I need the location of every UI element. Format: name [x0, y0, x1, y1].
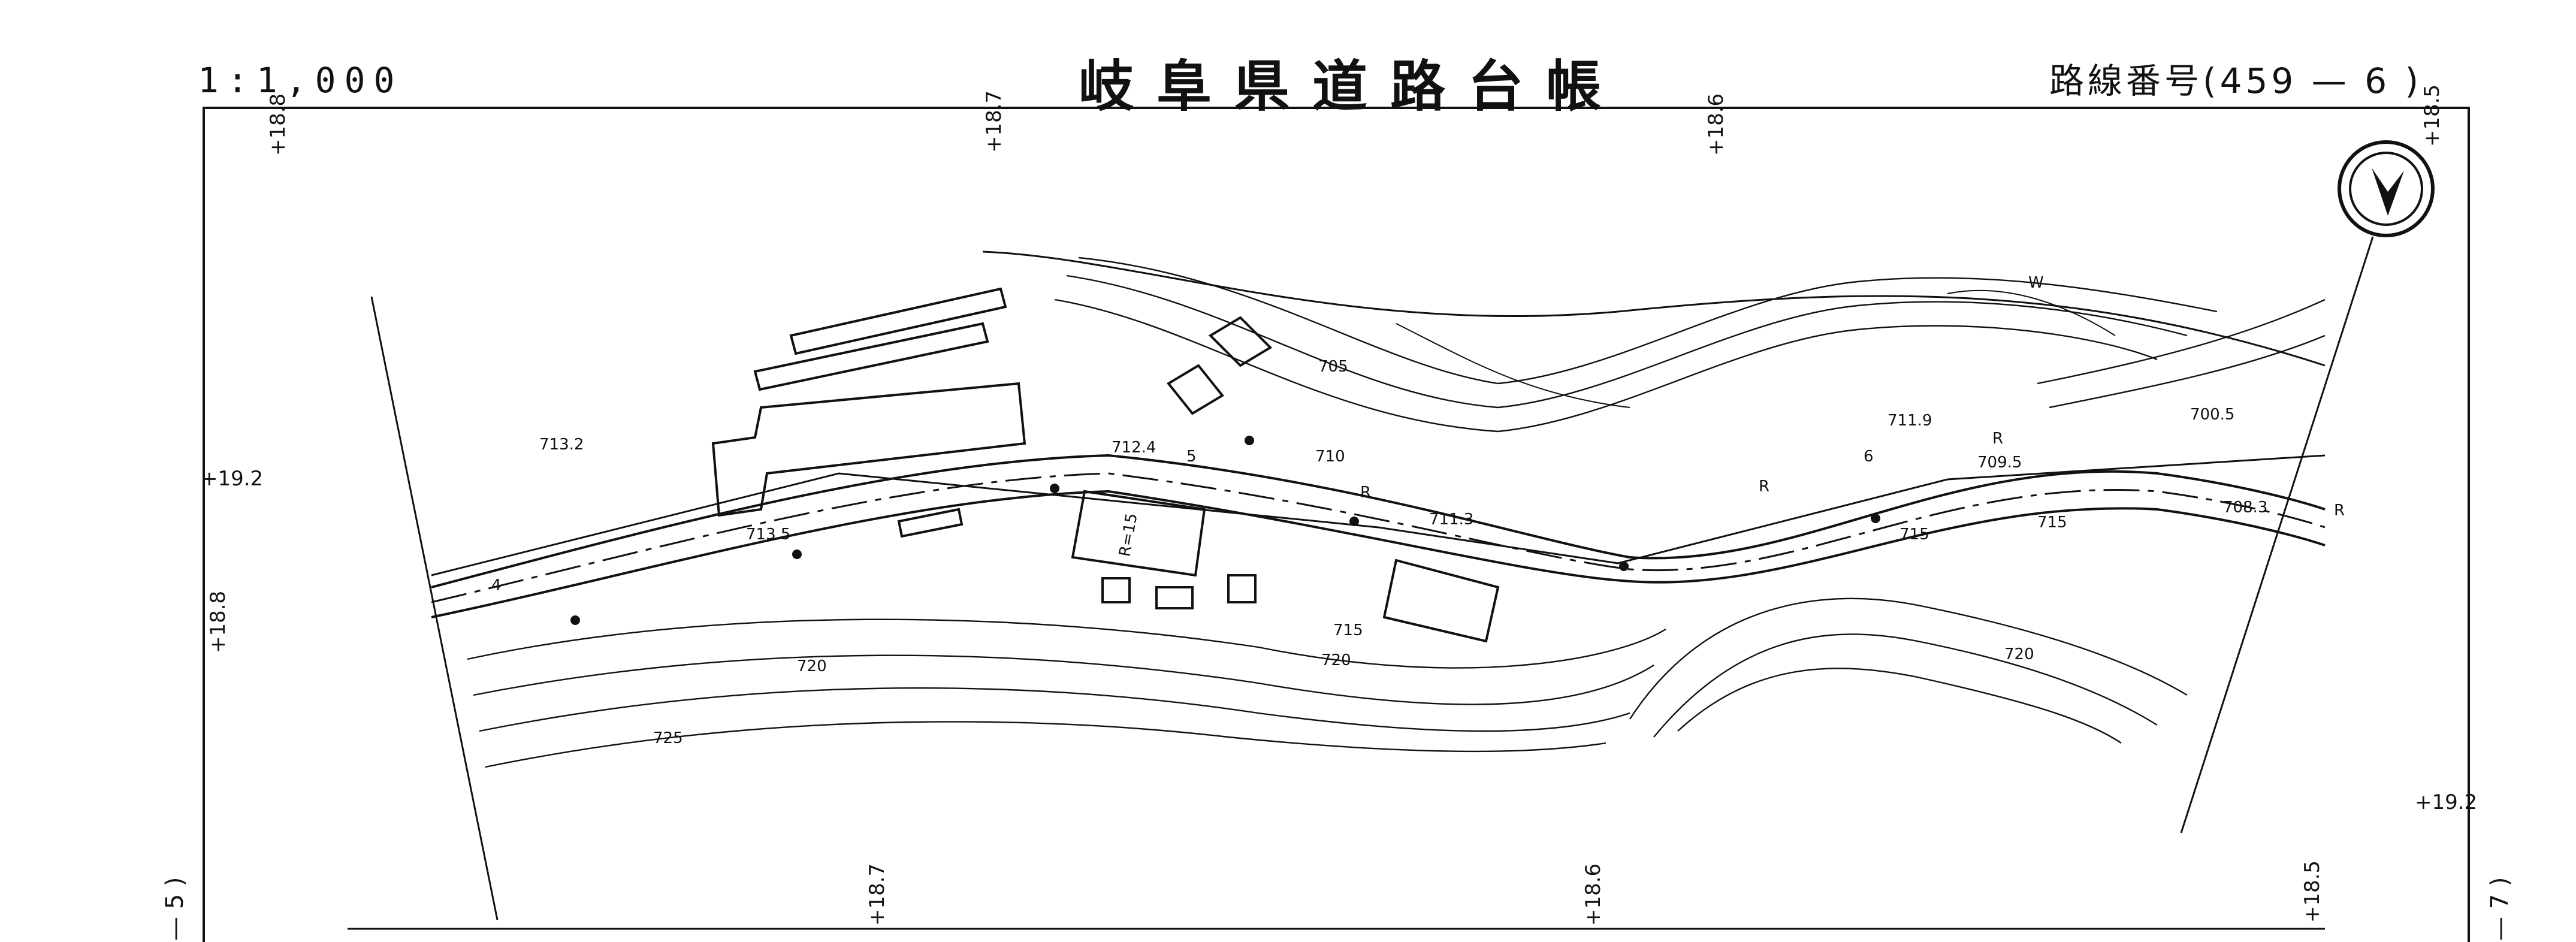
elevation-labels: 713.2 713.5 712.4 711.3 711.9 709.5 708.…	[539, 406, 2267, 544]
sheet-reference-right: — 7 )	[2486, 877, 2514, 941]
contour-label: 715	[1899, 526, 1929, 544]
contour-lines	[467, 256, 2326, 768]
plan-boundary	[370, 236, 2374, 920]
chainage-label: +18.7	[865, 864, 889, 926]
elevation-label: 713.2	[539, 436, 584, 454]
chainage-label: +18.5	[2300, 861, 2324, 923]
road-markers: 4 5 6 R R R R W	[491, 274, 2345, 594]
utility-pole	[1871, 514, 1880, 523]
utility-poles	[570, 436, 1880, 625]
buildings	[711, 287, 1500, 643]
map-scale: 1:1,000	[198, 60, 403, 101]
chainage-label: +18.6	[1704, 93, 1728, 156]
utility-pole	[570, 615, 580, 625]
utility-pole	[1619, 561, 1629, 571]
chainage-label: +18.6	[1581, 864, 1605, 926]
curve-radius-label: R=15	[1116, 512, 1141, 558]
route-number: 路線番号(459 — 6 )	[2049, 61, 2423, 101]
elevation-label: 708.3	[2223, 499, 2267, 517]
contour-label: 705	[1318, 358, 1348, 376]
chainage-label: +19.2	[201, 467, 263, 491]
road-marker: R	[1759, 478, 1769, 496]
sheet-reference-left: — 5 )	[161, 877, 189, 941]
contour-label: 720	[1321, 651, 1351, 669]
elevation-label: 712.4	[1112, 439, 1156, 457]
map-frame	[203, 107, 2470, 942]
contour-label: 720	[2004, 645, 2034, 663]
top-chainage-labels: +18.8 +18.7 +18.6 +18.5	[266, 84, 2444, 156]
road-centerline	[431, 472, 2326, 603]
road-marker: 4	[491, 576, 502, 594]
contour-label: 715	[2037, 514, 2067, 532]
elevation-label: 711.9	[1888, 412, 1932, 430]
road-marker: W	[2028, 274, 2044, 292]
contour-label: 715	[1333, 621, 1363, 639]
chainage-label: +18.5	[2420, 84, 2444, 147]
chainage-label: +19.2	[2415, 790, 2477, 814]
road-marker: R	[1992, 430, 2003, 448]
cut-slope-hatch	[1396, 289, 2116, 408]
road-marker: 5	[1186, 448, 1197, 466]
elevation-label: 709.5	[1977, 454, 2022, 472]
road-marker: R	[1360, 484, 1371, 502]
utility-pole	[792, 550, 802, 559]
chainage-label: +18.7	[982, 90, 1006, 153]
utility-pole	[1245, 436, 1254, 445]
elevation-label: 711.3	[1429, 511, 1473, 529]
road-edges	[431, 454, 2326, 618]
chainage-label: +18.8	[266, 93, 290, 156]
contour-label: 710	[1315, 448, 1345, 466]
north-arrow-icon	[2338, 140, 2435, 237]
elevation-label: 713.5	[746, 526, 790, 544]
elevation-label: 700.5	[2190, 406, 2234, 424]
utility-pole	[1050, 484, 1059, 493]
contour-label: 720	[797, 657, 827, 675]
contour-labels: 705 710 715 720 725 715 720 715 720	[653, 358, 2067, 747]
bottom-chainage-labels: +18.7 +18.6 +18.5	[865, 861, 2324, 926]
road-marker: R	[2334, 502, 2345, 520]
utility-pole	[1349, 517, 1359, 526]
road-marker: 6	[1864, 448, 1874, 466]
chainage-label: +18.8	[206, 591, 230, 653]
contour-label: 725	[653, 729, 683, 747]
